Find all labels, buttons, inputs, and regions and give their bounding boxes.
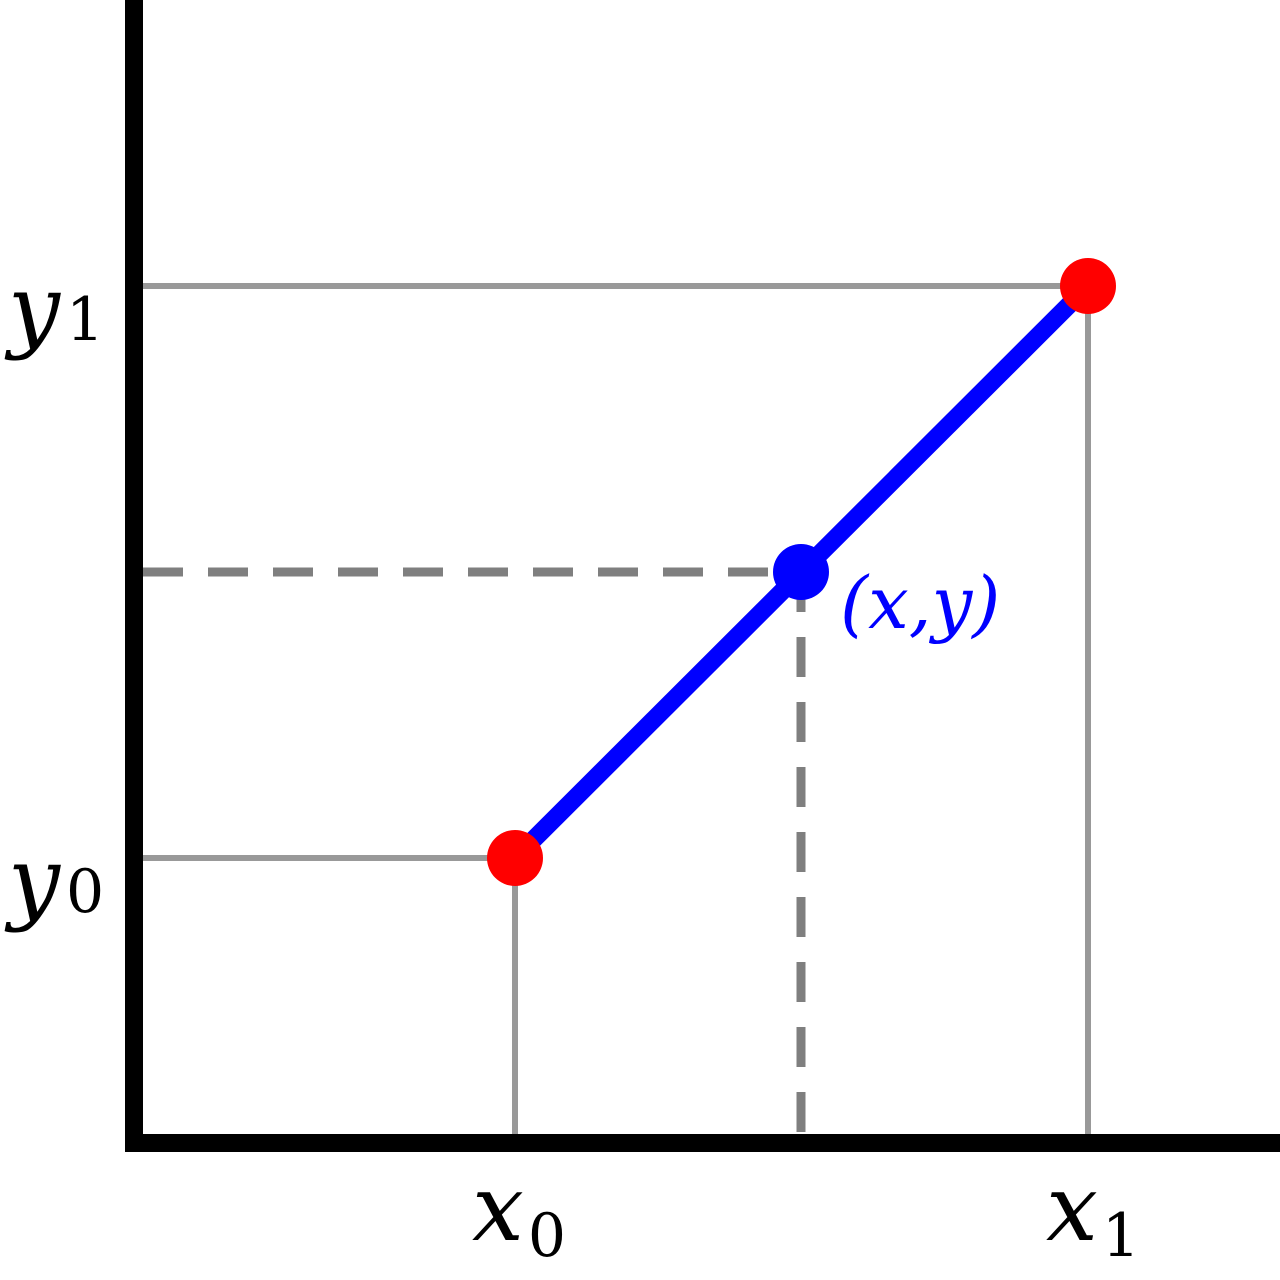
- endpoint-x1-y1: [1060, 258, 1116, 314]
- x0-label: x0: [472, 1155, 566, 1271]
- endpoint-x0-y0: [487, 830, 543, 886]
- x1-label: x1: [1046, 1155, 1140, 1271]
- interpolated-point-label: (x,y): [840, 561, 1000, 645]
- interpolated-point: [773, 544, 829, 600]
